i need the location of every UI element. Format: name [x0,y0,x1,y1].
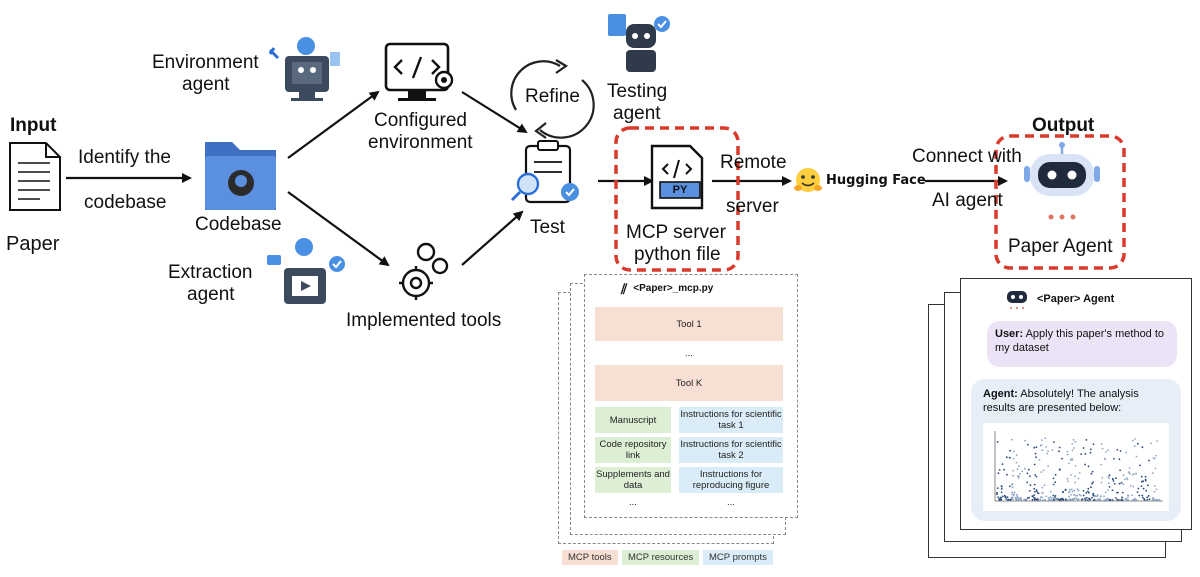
paper-agent-label: Paper Agent [1008,236,1113,257]
extraction-agent-line1: Extraction [168,262,253,283]
resource-ellipsis: ... [629,496,637,508]
hugging-face-icon [794,168,822,192]
environment-agent-icon [268,37,340,101]
mcp-highlight-box [614,126,740,272]
mcp-server-line2: python file [634,244,721,265]
paper-label: Paper [6,233,60,255]
chat-window: <Paper> Agent User: Apply this paper's m… [960,278,1192,530]
user-message-bubble: User: Apply this paper's method to my da… [987,321,1177,367]
edge-remote-line2: server [726,196,779,217]
paper-document-icon [9,142,61,211]
mcp-server-line1: MCP server [626,222,726,243]
output-heading: Output [1032,115,1095,136]
tool-k-block: Tool K [595,365,783,401]
arrow-codebase-to-environment [287,90,380,159]
mcp-file-page: ⫽ <Paper>_mcp.py Tool 1 ... Tool K Manus… [584,274,798,518]
testing-agent-robot-icon [608,14,670,72]
edge-connect-line1: Connect with [912,146,1022,167]
agent-prefix: Agent: [983,388,1018,400]
py-file-badge: PY [672,184,688,196]
edge-connect-line2: AI agent [932,190,1003,211]
user-message-text: Apply this paper's method to my dataset [995,328,1165,354]
paper-agent-robot-icon [1024,142,1100,220]
tool-ellipsis: ... [685,347,693,359]
monitor-code-icon [384,42,454,101]
mcp-file-title: <Paper>_mcp.py [633,283,714,294]
codebase-label: Codebase [195,214,282,235]
python-file-icon [650,144,704,210]
codebase-folder-icon [205,142,276,210]
extraction-agent-line2: agent [187,284,235,305]
resource-code-repository: Code repository link [595,437,671,463]
refine-label: Refine [525,86,580,107]
tool-1-block: Tool 1 [595,307,783,341]
prompt-reproduce-figure: Instructions for reproducing figure [679,467,783,493]
implemented-tools-label: Implemented tools [346,310,502,331]
environment-agent-line1: Environment [152,52,259,73]
resource-manuscript: Manuscript [595,407,671,433]
arrow-codebase-to-tools [287,191,390,267]
resource-supplements: Supplements and data [595,467,671,493]
edge-identify-line2: codebase [84,192,167,213]
hugging-face-label: Hugging Face [826,173,926,188]
mcp-logo-icon: ⫽ [621,280,628,297]
agent-highlight-box [994,134,1126,270]
prompt-task-1: Instructions for scientific task 1 [679,407,783,433]
refine-cycle-icon [510,59,595,139]
extraction-agent-icon [267,238,345,304]
agent-message-text: Absolutely! The analysis results are pre… [983,388,1139,414]
legend-mcp-prompts: MCP prompts [703,550,773,565]
input-heading: Input [10,115,57,136]
configured-environment-line1: Configured [374,110,467,131]
chat-title: <Paper> Agent [1037,293,1115,305]
environment-agent-line2: agent [182,74,230,95]
prompt-task-2: Instructions for scientific task 2 [679,437,783,463]
configured-environment-line2: environment [368,132,473,153]
legend-mcp-resources: MCP resources [622,550,700,565]
prompt-ellipsis: ... [727,496,735,508]
plot-points [996,437,1161,501]
gears-icon [399,242,449,300]
analysis-plot-image [983,423,1169,511]
legend-mcp-tools: MCP tools [562,550,618,565]
arrow-tools-to-test [461,210,524,266]
edge-remote-line1: Remote [720,152,787,173]
user-prefix: User: [995,328,1024,340]
chat-robot-mini-icon [1007,291,1027,309]
testing-agent-line2: agent [613,103,661,124]
arrow-environment-to-test [461,91,528,134]
edge-identify-line1: Identify the [78,147,171,168]
testing-agent-line1: Testing [607,81,668,102]
test-label: Test [530,217,565,238]
test-clipboard-icon [510,140,579,204]
